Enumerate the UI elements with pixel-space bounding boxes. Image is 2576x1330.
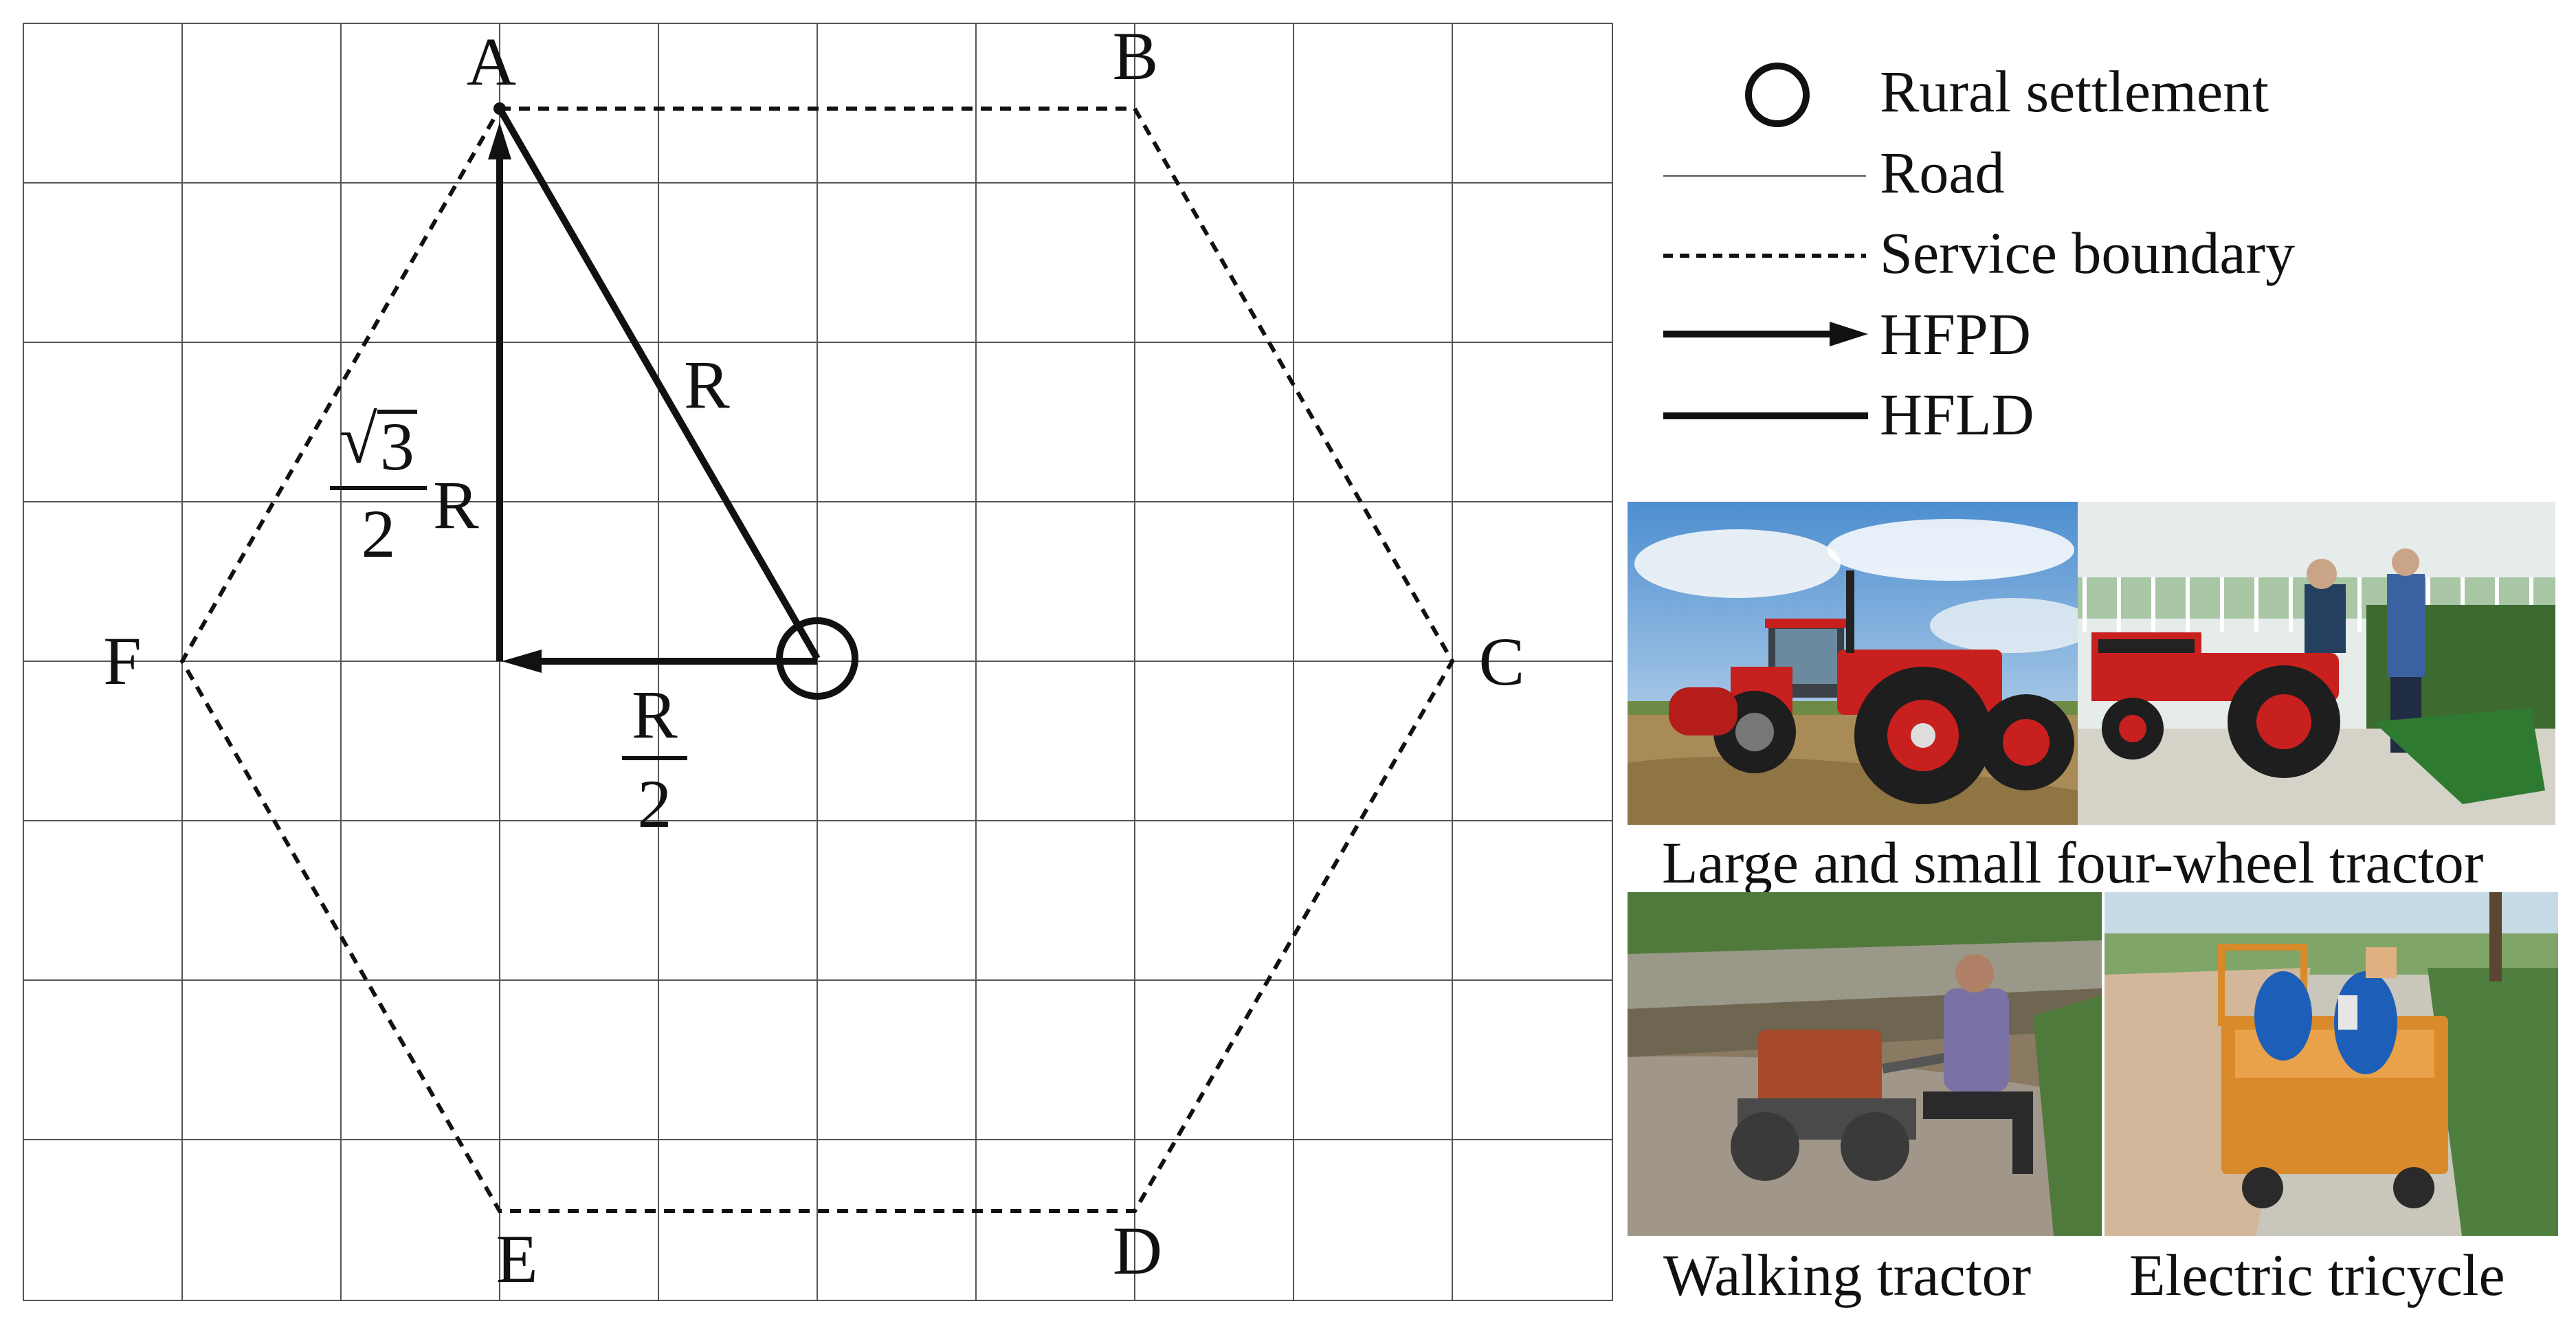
legend-hfpd-arrowhead-icon	[1830, 322, 1868, 346]
vertical-fraction: √3 2	[330, 406, 427, 568]
fraction-denominator: 2	[361, 496, 396, 572]
legend-hfpd-label: HFPD	[1880, 301, 2031, 367]
service-boundary	[179, 107, 1455, 1213]
legend-road-label: Road	[1880, 140, 2005, 206]
caption-four-wheel-tractor: Large and small four-wheel tractor	[1662, 830, 2484, 896]
fraction-bar	[330, 486, 427, 490]
rural-settlement-marker	[776, 617, 858, 700]
photo-small-four-wheel-tractor	[2078, 502, 2555, 825]
fraction-bar	[622, 756, 687, 760]
horizontal-denominator: 2	[637, 766, 672, 842]
photo-large-four-wheel-tractor	[1628, 502, 2078, 825]
road-grid	[23, 23, 1613, 1301]
caption-electric-tricycle: Electric tricycle	[2129, 1242, 2505, 1308]
hfpd-vertical-arrowhead	[488, 122, 511, 159]
photo-electric-tricycle	[2105, 892, 2558, 1236]
hypotenuse-label-r: R	[684, 346, 730, 423]
photo-walking-tractor	[1628, 892, 2102, 1236]
sqrt-numerator: √3	[330, 406, 427, 481]
vertical-label-r: R	[433, 467, 479, 543]
vertex-label-f: F	[103, 623, 142, 699]
vertex-label-d: D	[1112, 1212, 1163, 1289]
horizontal-numerator: R	[632, 676, 678, 753]
hfpd-horizontal-arrowhead	[502, 650, 542, 673]
hexagon-service-diagram	[23, 23, 1613, 1301]
hfld-line	[496, 107, 821, 661]
vertex-label-e: E	[496, 1221, 538, 1297]
vertex-a-dot	[493, 102, 506, 115]
legend-settlement-icon	[1745, 63, 1810, 127]
vertex-label-c: C	[1478, 623, 1525, 700]
horizontal-fraction: R 2	[622, 680, 687, 839]
vertex-label-a: A	[466, 23, 517, 100]
legend-settlement-label: Rural settlement	[1880, 58, 2269, 124]
legend-hfld-label: HFLD	[1880, 381, 2034, 447]
legend-boundary-label: Service boundary	[1880, 220, 2296, 286]
vertex-label-b: B	[1112, 18, 1159, 94]
caption-walking-tractor: Walking tractor	[1663, 1242, 2032, 1308]
legend-symbols	[1663, 63, 1868, 419]
